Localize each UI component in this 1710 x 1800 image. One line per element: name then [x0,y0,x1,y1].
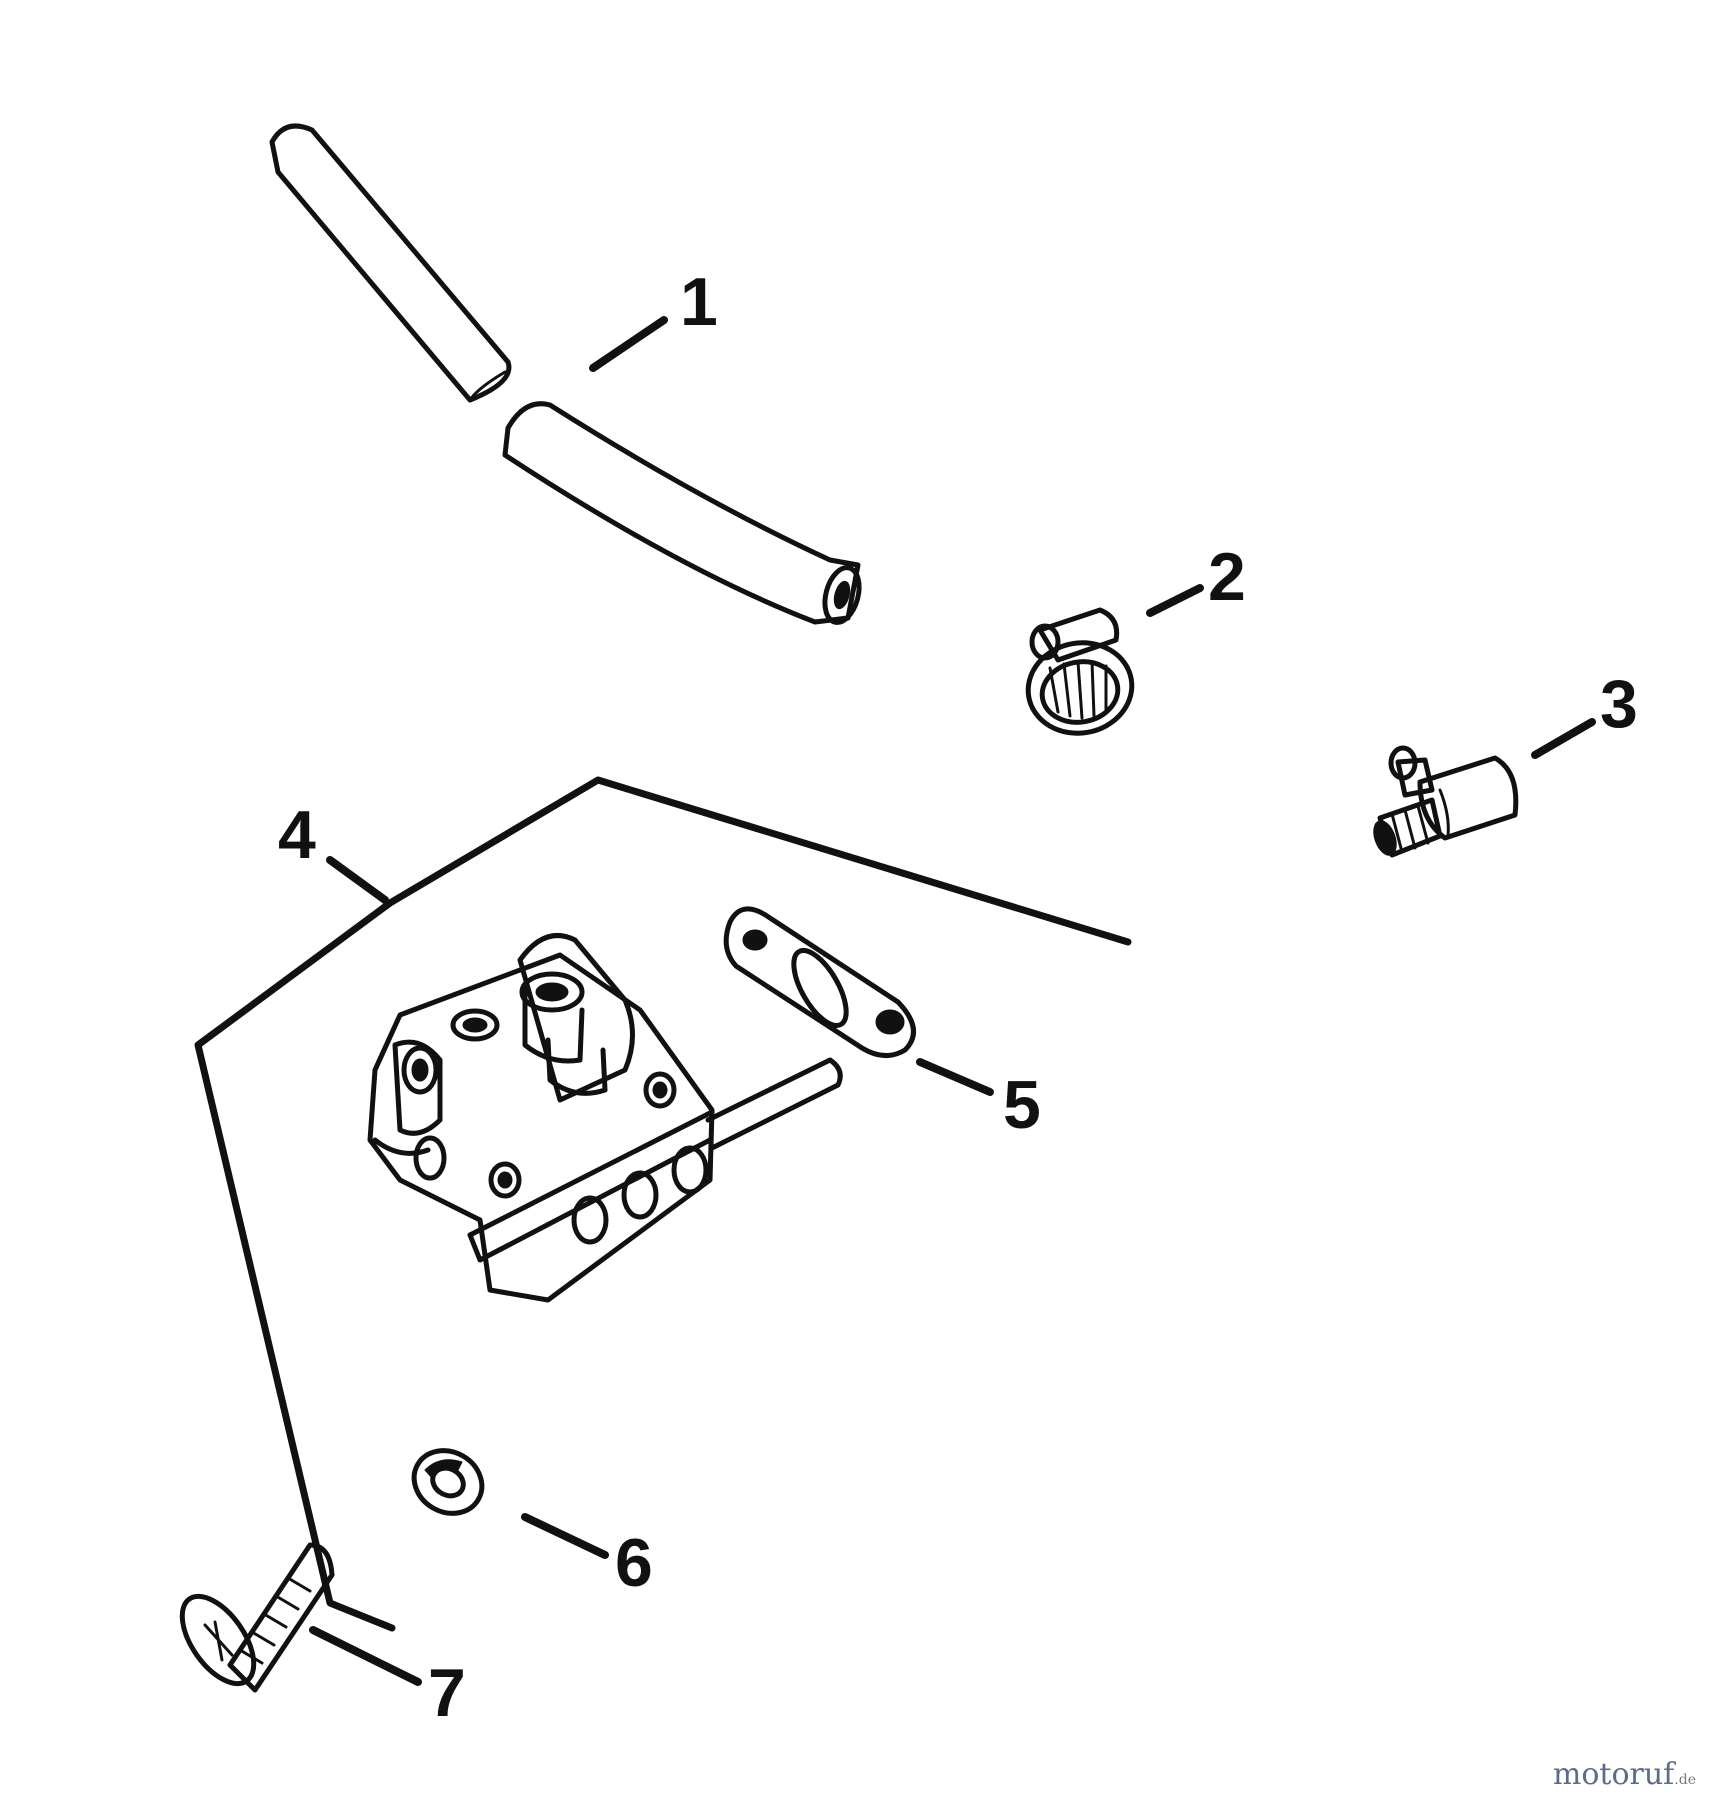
assembly-bracket [194,776,1132,1632]
leader-line-6 [521,1513,609,1559]
elbow-fitting [1373,745,1519,858]
watermark: motoruf.de [1553,1757,1696,1792]
gasket [723,906,916,1058]
callout-2: 2 [1208,539,1246,615]
callout-1: 1 [680,264,718,340]
leader-line-3 [1531,718,1596,759]
fuel-pump-body [367,933,843,1303]
leader-line-7 [309,1626,422,1686]
callout-7: 7 [428,1655,466,1731]
callout-5: 5 [1003,1067,1041,1143]
leader-line-5 [916,1058,994,1096]
washer [411,1448,485,1516]
leader-line-1 [589,316,668,372]
leader-line-2 [1146,584,1204,617]
fuel-line-lower [502,401,862,625]
callout-6: 6 [615,1525,653,1601]
fuel-line-upper [269,123,512,403]
screw [179,1542,335,1693]
watermark-text: motoruf [1552,1757,1675,1792]
leader-line-4 [326,856,389,904]
callout-4: 4 [278,797,316,873]
hose-clamp [1025,607,1135,736]
callout-3: 3 [1600,666,1638,742]
watermark-suffix: .de [1674,1772,1696,1788]
